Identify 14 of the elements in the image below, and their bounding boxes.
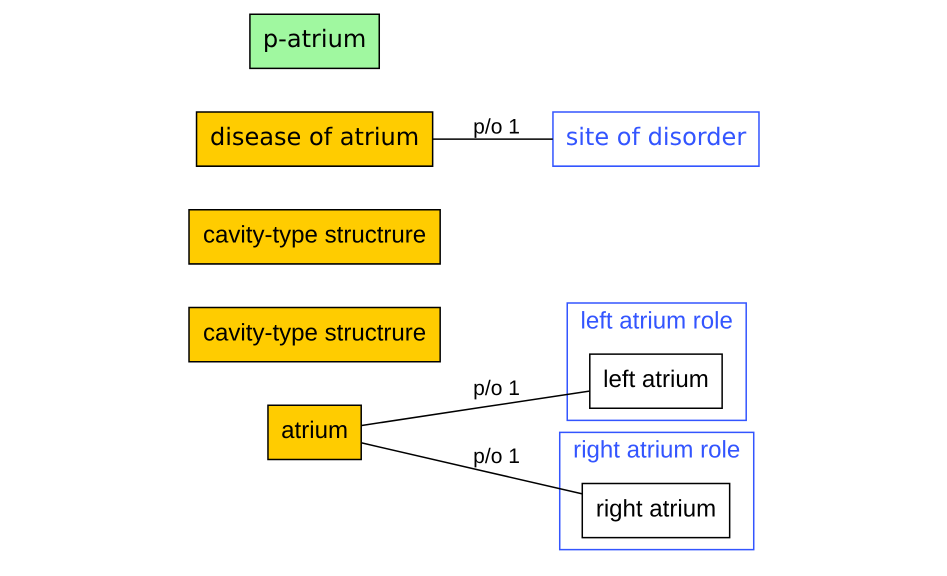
node-box: atrium xyxy=(266,404,362,460)
edge-label: p/o 1 xyxy=(472,377,520,400)
node-box: cavity-type structrure xyxy=(188,306,440,362)
connector xyxy=(361,390,589,426)
node-box: left atrium xyxy=(588,353,722,410)
edge-label: p/o 1 xyxy=(472,444,520,468)
node-box: disease of atrium xyxy=(195,111,433,167)
node-box: site of disorder xyxy=(552,111,760,167)
connector xyxy=(432,138,552,140)
edge-label: p/o 1 xyxy=(472,115,520,138)
node-box: p-atrium xyxy=(248,14,380,70)
node-box: right atrium xyxy=(581,482,730,538)
connector xyxy=(361,442,582,494)
node-box: cavity-type structrure xyxy=(188,209,440,265)
